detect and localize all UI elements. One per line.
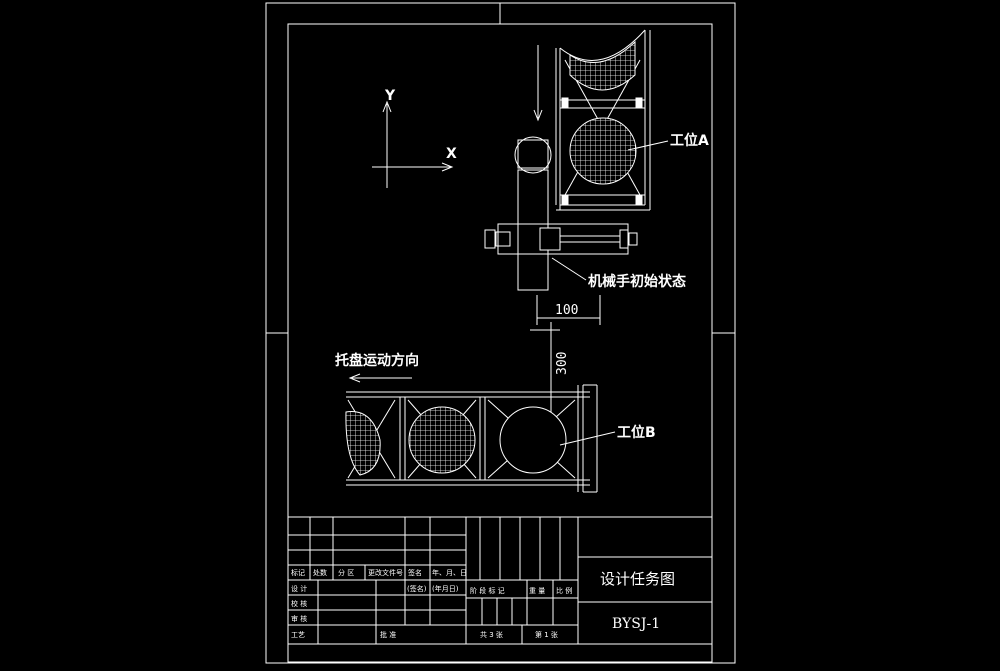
- robot-leader: [551, 257, 587, 281]
- tb-scale: 比 例: [556, 586, 572, 595]
- axis-x-label: X: [446, 146, 457, 162]
- tb-weight: 重 量: [529, 587, 545, 595]
- tb-zone: 分 区: [338, 568, 354, 577]
- title-block-grid: [287, 516, 713, 645]
- tb-sheet-total: 共 3 张: [480, 630, 503, 639]
- station-a-label: 工位A: [670, 132, 709, 149]
- tb-sheet-num: 第 1 张: [535, 630, 558, 639]
- tb-signature: 签名: [408, 568, 422, 577]
- coordinate-axes: [372, 100, 454, 188]
- station-b-label: 工位B: [617, 424, 656, 441]
- robot-arm: [484, 45, 638, 291]
- dimension-lines: [530, 295, 601, 440]
- tb-count: 处数: [313, 568, 327, 577]
- pallet-direction-arrow: [348, 373, 412, 383]
- station-a-leader: [627, 140, 669, 151]
- tb-mark: 标记: [291, 568, 305, 577]
- station-a-mesh-disc: [569, 117, 637, 185]
- drawing-code: BYSJ-1: [612, 616, 660, 632]
- dim-100: 100: [555, 303, 578, 318]
- tb-process: 工艺: [291, 631, 305, 639]
- tb-review: 审 核: [291, 614, 307, 623]
- station-b-empty-slot: [499, 406, 567, 474]
- tb-sign-paren: (签名): [407, 584, 427, 593]
- tb-check: 校 核: [291, 599, 307, 608]
- axis-y-label: Y: [384, 88, 396, 104]
- station-b-leader: [559, 431, 616, 446]
- station-a-mesh-top: [569, 40, 636, 91]
- tb-date: 年、月、日: [432, 568, 467, 577]
- tb-design: 设 计: [291, 584, 307, 593]
- tb-stage-mark: 阶 段 标 记: [470, 586, 505, 595]
- tb-change-doc: 更改文件号: [368, 568, 403, 577]
- tb-date-paren: (年月日): [432, 584, 459, 593]
- station-b-mesh-disc: [408, 406, 476, 474]
- dim-300: 300: [555, 352, 570, 375]
- drawing-title: 设计任务图: [600, 570, 675, 588]
- pallet-direction-label: 托盘运动方向: [335, 352, 419, 369]
- sheet-frame: [265, 2, 736, 664]
- robot-initial-state-label: 机械手初始状态: [588, 273, 686, 290]
- station-b-mesh-left: [345, 411, 381, 476]
- tb-approve: 批 准: [380, 630, 396, 639]
